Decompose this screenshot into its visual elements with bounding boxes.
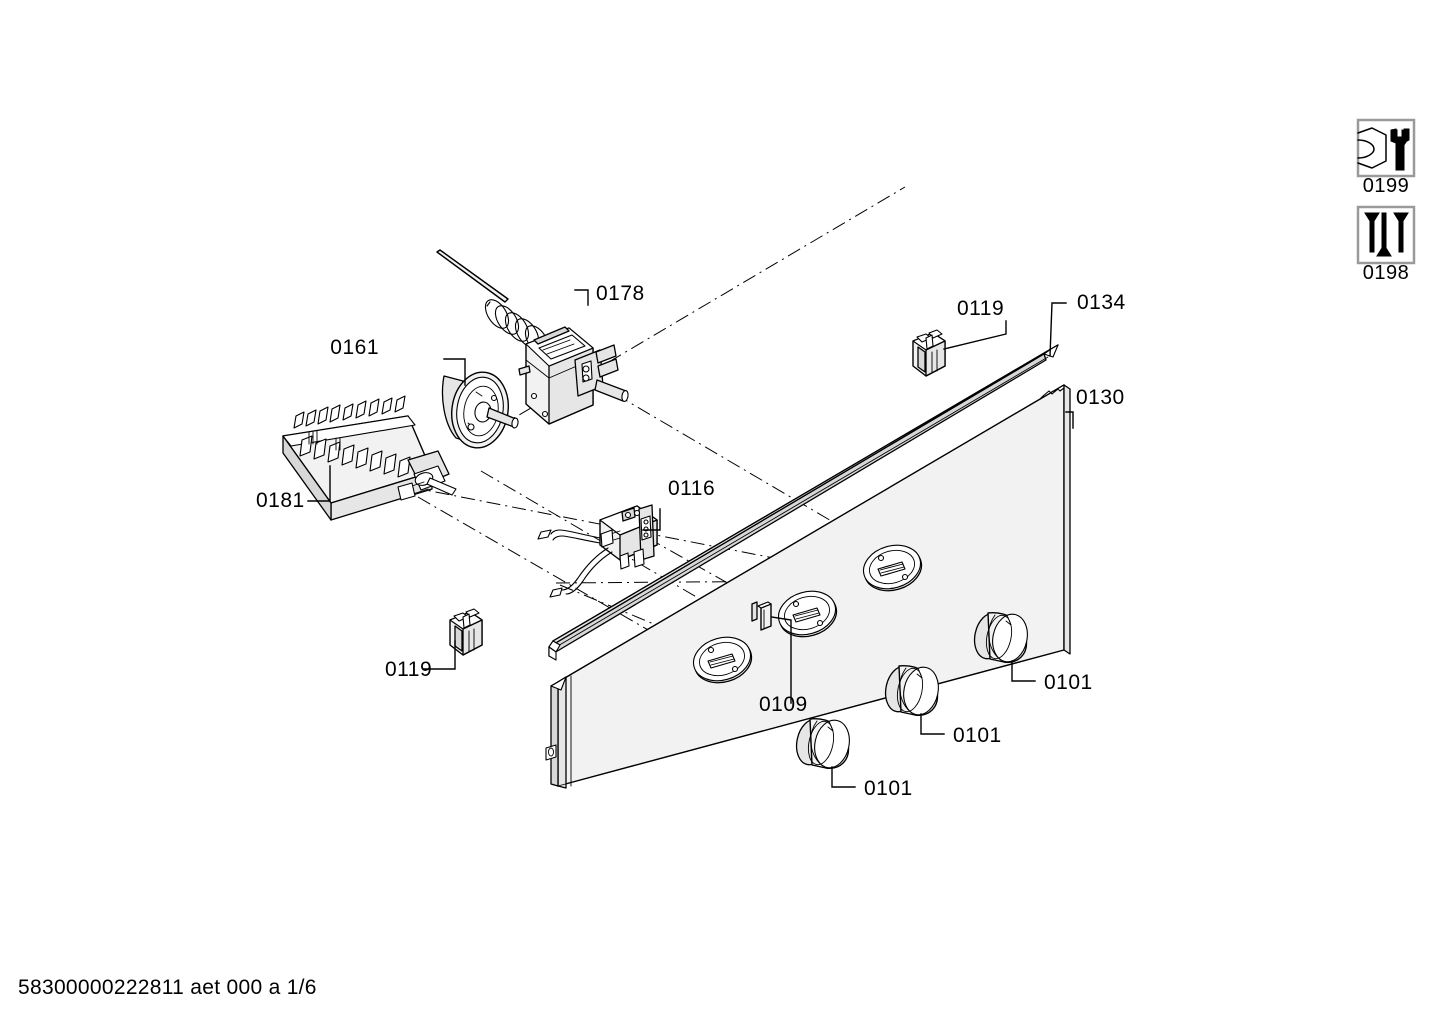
nut-and-wrench-icon	[1357, 127, 1410, 171]
part-0178-thermostat	[436, 249, 629, 425]
knob-bezel	[777, 590, 838, 638]
document-footer: 58300000222811 aet 000 a 1/6	[18, 976, 317, 999]
screws-icon	[1364, 212, 1409, 257]
part-0130-control-panel	[545, 384, 1071, 789]
legend-label-0198: 0198	[1363, 262, 1410, 284]
part-0116-switch	[537, 504, 658, 598]
knob-bezel	[862, 544, 923, 592]
callout-0109: 0109	[759, 693, 808, 716]
callout-labels: 0178 0161 0181 0116 0119 0119 0134 0130 …	[256, 282, 1126, 800]
legend-icon-0199[interactable]: 0199	[1356, 118, 1416, 197]
part-0101-knob-a	[795, 718, 850, 769]
leader-lines	[307, 289, 1074, 788]
callout-0181: 0181	[256, 489, 305, 512]
part-0181-terminal-block	[282, 395, 457, 521]
callout-0119-right: 0119	[957, 297, 1004, 320]
part-0109-indicator-clip	[751, 601, 772, 631]
callout-0101-b: 0101	[953, 724, 1002, 747]
callout-0116: 0116	[668, 477, 715, 500]
callout-0119-left: 0119	[385, 658, 432, 681]
part-0119-clip-right	[912, 329, 946, 377]
part-0101-knob-b	[884, 665, 939, 716]
part-0101-knob-c	[973, 612, 1028, 663]
legend-label-0199: 0199	[1363, 175, 1410, 197]
part-0119-clip-left	[449, 608, 483, 656]
callout-0101-a: 0101	[864, 777, 913, 800]
callout-0178: 0178	[596, 282, 645, 305]
part-0134-trim-rail	[548, 344, 1059, 661]
knob-bezel	[692, 636, 753, 684]
callout-0101-c: 0101	[1044, 671, 1093, 694]
callout-0161: 0161	[330, 336, 379, 359]
callout-0134: 0134	[1077, 291, 1126, 314]
legend-icon-0198[interactable]: 0198	[1356, 205, 1416, 284]
part-0161-energy-regulator	[441, 371, 519, 449]
callout-0130: 0130	[1076, 386, 1125, 409]
